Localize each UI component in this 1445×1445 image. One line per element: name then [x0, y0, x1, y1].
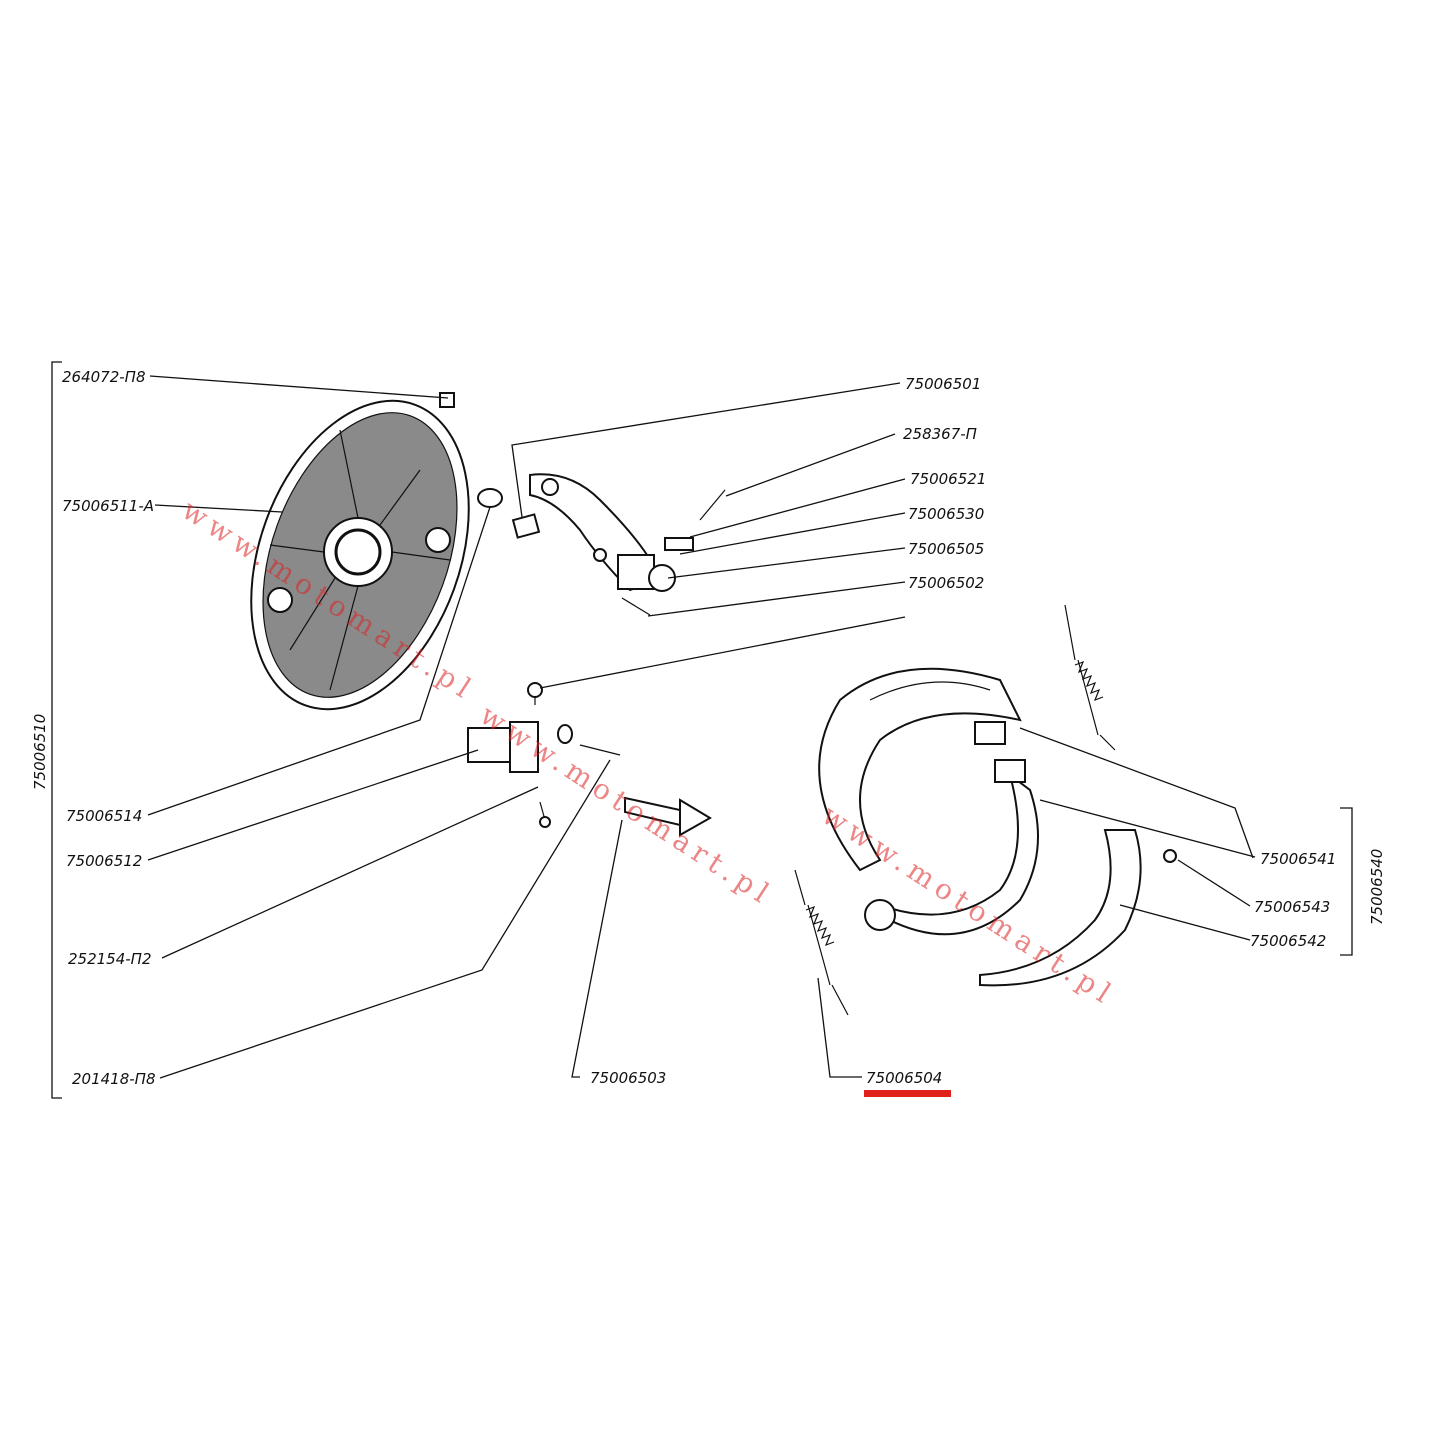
label-75006503: 75006503: [590, 1069, 666, 1087]
label-75006542: 75006542: [1250, 932, 1326, 950]
label-264072-p8: 264072-П8: [62, 368, 146, 386]
nipple-part: [439, 392, 455, 408]
label-75006541: 75006541: [1260, 850, 1336, 868]
bushing-part: [477, 488, 503, 508]
spring-lower: [794, 869, 849, 1016]
brake-shoe-lower: [864, 759, 1039, 936]
watermark-2: www.motomart.pl: [474, 698, 779, 912]
label-75006510: 75006510: [31, 714, 49, 790]
expander-body: [467, 721, 539, 773]
expander-screw: [527, 682, 543, 705]
label-201418-p8: 201418-П8: [72, 1070, 156, 1088]
label-75006521: 75006521: [910, 470, 986, 488]
brake-backing-plate: [250, 399, 470, 711]
label-75006505: 75006505: [908, 540, 984, 558]
adjuster-cone: [624, 796, 712, 837]
label-75006540: 75006540: [1368, 849, 1386, 925]
label-252154-p2: 252154-П2: [68, 950, 152, 968]
highlight-underline: [864, 1090, 951, 1097]
brake-lining: [979, 829, 1142, 987]
small-bolt: [539, 801, 551, 828]
pin-part: [511, 513, 541, 539]
leader-lines: [51, 361, 1353, 1099]
long-bolt: [579, 744, 621, 756]
washer-part: [557, 724, 573, 744]
cotter-pin: [699, 489, 726, 521]
spring-upper: [1064, 604, 1116, 751]
lever-block: [664, 537, 694, 551]
watermark-3: www.motomart.pl: [816, 798, 1121, 1012]
brake-shoe-upper: [818, 667, 1022, 872]
cam-head: [617, 554, 676, 592]
label-75006502: 75006502: [908, 574, 984, 592]
rivet-part: [1163, 849, 1177, 863]
label-75006511-a: 75006511-А: [62, 497, 154, 515]
label-75006504: 75006504: [866, 1069, 942, 1087]
lever-screw: [621, 597, 651, 616]
label-258367-p: 258367-П: [903, 425, 977, 443]
label-75006543: 75006543: [1254, 898, 1330, 916]
label-75006512: 75006512: [66, 852, 142, 870]
label-75006514: 75006514: [66, 807, 142, 825]
label-75006530: 75006530: [908, 505, 984, 523]
label-75006501: 75006501: [905, 375, 981, 393]
